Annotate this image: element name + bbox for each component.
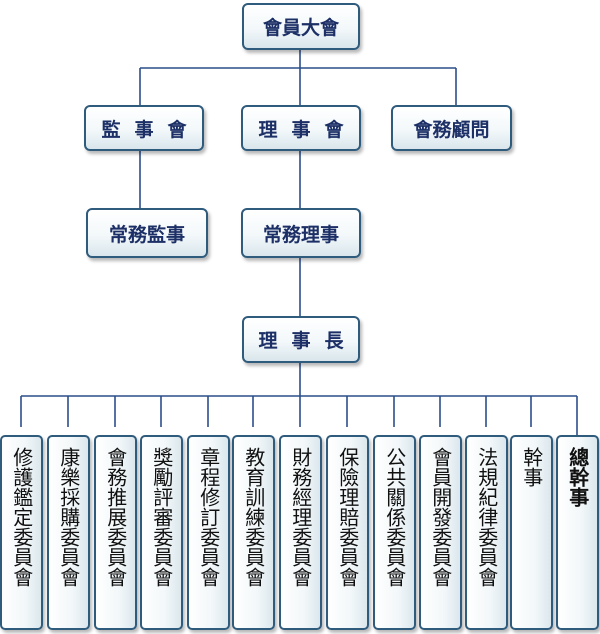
supervisors-label: 監事會 (101, 118, 201, 141)
advisors-box: 會務顧問 (391, 105, 512, 151)
standing-supervisor-label: 常務監事 (108, 223, 185, 246)
committee-label: 康樂採購委員會 (56, 447, 81, 587)
committee-box: 康樂採購委員會 (46, 435, 90, 630)
committee-box: 章程修訂委員會 (186, 435, 230, 630)
chairman-box: 理事長 (242, 316, 360, 363)
committee-box: 保險理賠委員會 (325, 435, 369, 630)
committee-box: 財務經理委員會 (278, 435, 322, 630)
chairman-label: 理事長 (258, 330, 358, 352)
general-assembly-label: 會員大會 (262, 17, 339, 39)
committee-label: 法規紀律委員會 (474, 447, 499, 587)
committee-box: 法規紀律委員會 (464, 435, 508, 630)
directors-label: 理事會 (258, 118, 358, 141)
committee-label: 保險理賠委員會 (335, 447, 360, 587)
committee-label: 修護鑑定委員會 (9, 447, 34, 587)
committee-box: 教育訓練委員會 (231, 435, 275, 630)
standing-director-label: 常務理事 (262, 223, 339, 246)
committee-box: 公共關係委員會 (372, 435, 416, 630)
standing-supervisor-box: 常務監事 (86, 208, 208, 258)
advisors-label: 會務顧問 (413, 118, 490, 141)
committee-label: 會員開發委員會 (428, 447, 453, 587)
directors-box: 理事會 (241, 105, 361, 151)
committee-box: 會員開發委員會 (418, 435, 462, 630)
committee-label: 章程修訂委員會 (196, 447, 221, 587)
committee-label: 教育訓練委員會 (241, 447, 266, 587)
committee-label: 獎勵評審委員會 (149, 447, 174, 587)
supervisors-box: 監事會 (84, 105, 204, 151)
committee-box: 總幹事 (555, 435, 599, 630)
committee-box: 會務推展委員會 (93, 435, 137, 630)
committee-box: 幹事 (509, 435, 553, 630)
committee-label: 財務經理委員會 (288, 447, 313, 587)
committee-label: 公共關係委員會 (382, 447, 407, 587)
committee-box: 獎勵評審委員會 (139, 435, 183, 630)
committee-box: 修護鑑定委員會 (0, 435, 43, 630)
committee-label: 幹事 (519, 447, 544, 487)
committee-label: 會務推展委員會 (103, 447, 128, 587)
general-assembly-box: 會員大會 (242, 3, 360, 50)
committee-label: 總幹事 (565, 447, 590, 507)
standing-director-box: 常務理事 (241, 208, 361, 258)
